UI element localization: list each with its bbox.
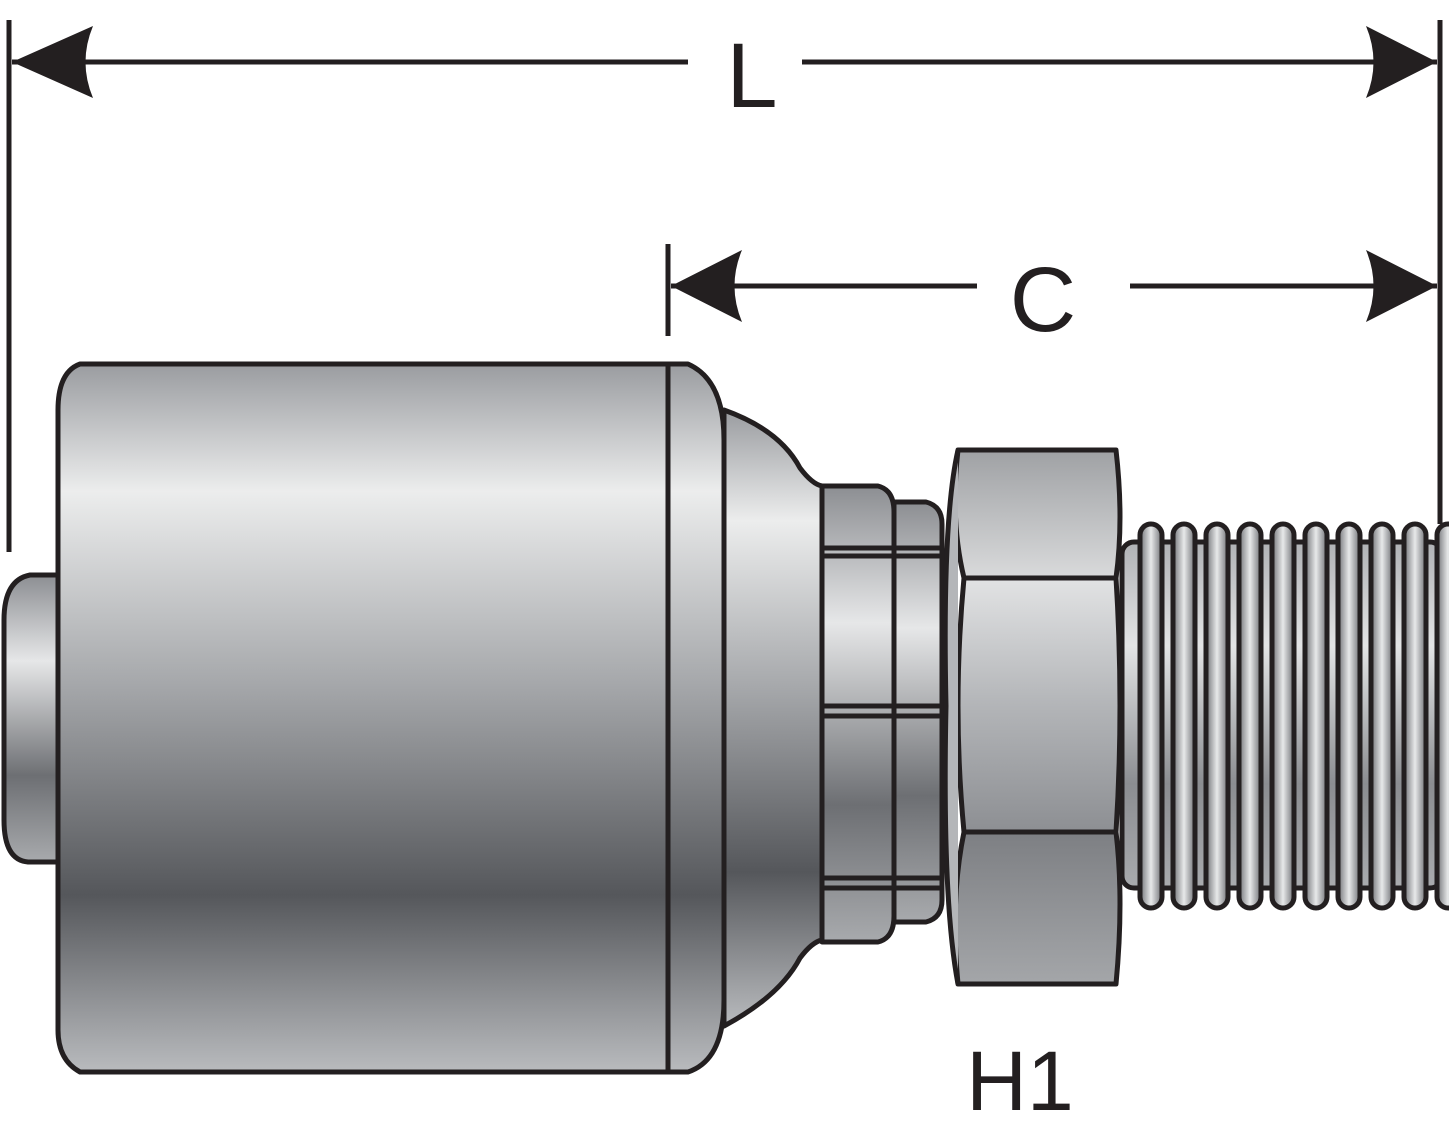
collar-inner [891,499,945,925]
arrowhead-l-right [1366,26,1437,98]
thread-ridge [1170,521,1198,911]
hose-stem [1,572,65,865]
thread-ridge [1269,521,1297,911]
thread-ridge [1368,521,1396,911]
thread-ridge [1335,521,1363,911]
arrowhead-c-left [671,250,742,322]
hex-chamfer-left [942,449,961,985]
hex-nut [942,447,1123,987]
thread-ridge [1236,521,1264,911]
dimension-c: C [665,244,1437,351]
overall-length-label: L [726,25,777,127]
arrowhead-l-left [12,26,93,98]
hose-fitting [1,361,1449,1075]
thread-ridge [1434,521,1449,911]
hex-face-bottom [952,829,1123,987]
threaded-end [1119,521,1449,911]
arrowhead-c-right [1366,250,1437,322]
fitting-neck [721,407,825,1029]
hex-face-top [952,447,1123,581]
thread-ridge [1137,521,1165,911]
cut-length-label: C [1010,249,1076,351]
thread-ridges [1137,521,1449,911]
hex-face-middle [955,575,1123,835]
hex-callout-label: H1 [966,1034,1073,1128]
ferrule [55,361,727,1075]
thread-ridge [1302,521,1330,911]
dimension-l: L [6,20,1443,552]
thread-ridge [1203,521,1231,911]
thread-ridge [1401,521,1429,911]
